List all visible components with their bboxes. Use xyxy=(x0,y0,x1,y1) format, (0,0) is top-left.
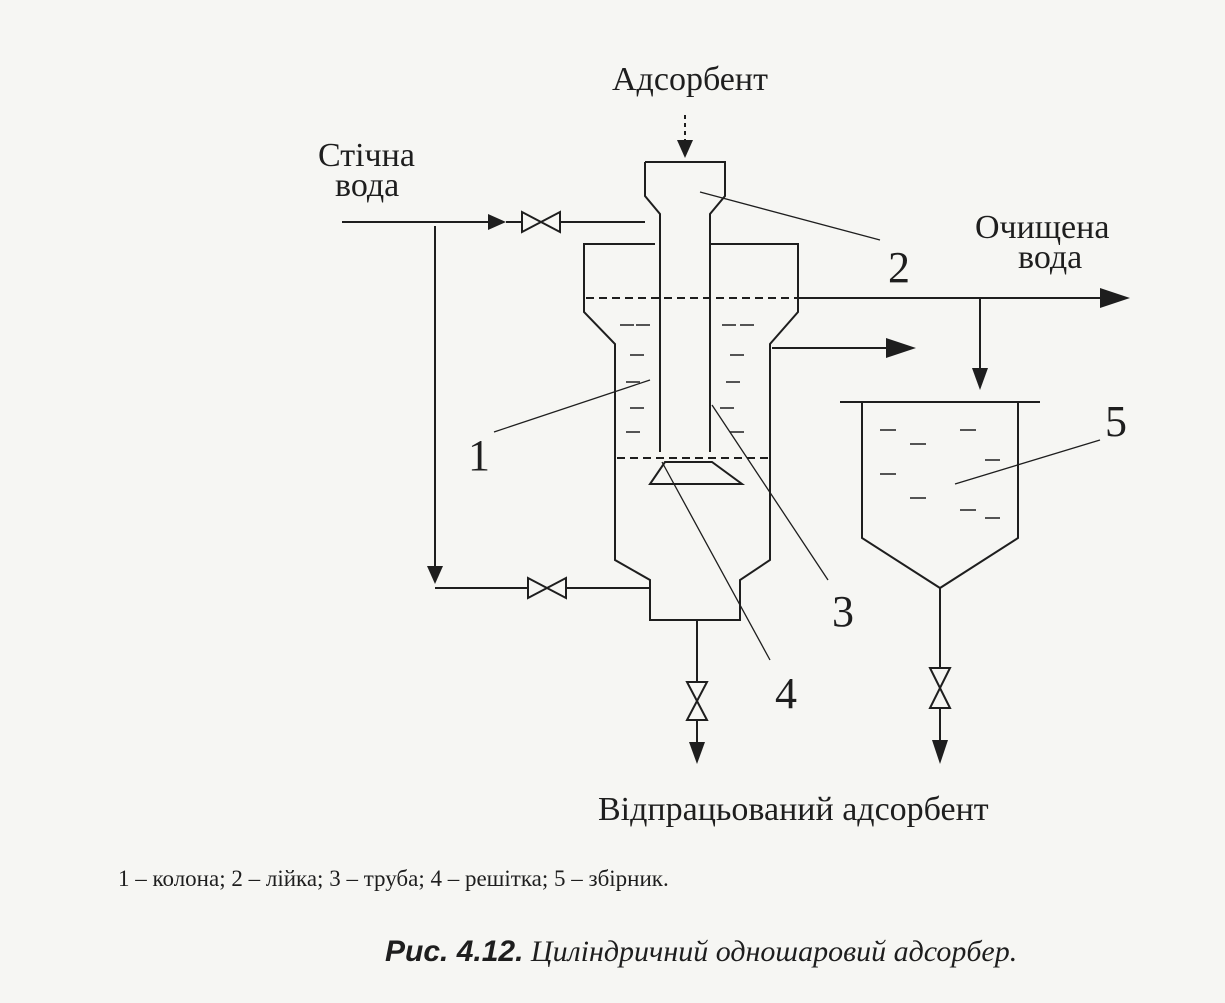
discharge-valve-column xyxy=(685,681,709,721)
clean-water-label-line2: вода xyxy=(1018,239,1082,276)
callout-3: 3 xyxy=(832,587,854,636)
grate xyxy=(648,461,746,485)
callout-2: 2 xyxy=(888,243,910,292)
adsorbent-bed-marks xyxy=(620,324,754,433)
callout-4: 4 xyxy=(775,669,797,718)
bottom-inlet-line xyxy=(427,226,650,600)
callout-1: 1 xyxy=(468,431,490,480)
discharge-valve-collector xyxy=(928,667,952,709)
wastewater-inlet-line xyxy=(342,210,645,234)
spent-adsorbent-label: Відпрацьований адсорбент xyxy=(598,791,989,828)
inlet-valve-top xyxy=(521,210,561,234)
figure-title: Циліндричний одношаровий адсорбер. xyxy=(530,935,1018,968)
funnel xyxy=(644,161,726,452)
inlet-valve-bottom xyxy=(527,576,567,600)
column-shell xyxy=(583,243,799,621)
wastewater-label-line1: Стічна xyxy=(318,137,415,174)
collector xyxy=(840,401,1040,590)
adsorbent-inlet-label: Адсорбент xyxy=(612,61,768,98)
overflow-line xyxy=(772,338,916,358)
figure-number: Рис. 4.12. xyxy=(385,935,524,968)
legend: 1 – колона; 2 – лійка; 3 – труба; 4 – ре… xyxy=(118,866,669,891)
callout-5: 5 xyxy=(1105,397,1127,446)
callout-leaders xyxy=(493,191,1101,661)
collector-discharge xyxy=(928,588,952,764)
collector-content-marks xyxy=(880,429,1000,519)
column-discharge xyxy=(685,620,709,764)
clean-water-label-line1: Очищена xyxy=(975,209,1109,246)
figure-caption: Рис. 4.12. Циліндричний одношаровий адсо… xyxy=(385,935,1017,969)
wastewater-label-line2: вода xyxy=(335,167,399,204)
clean-water-outlet xyxy=(796,288,1130,390)
adsorbent-inlet-arrow xyxy=(677,115,693,158)
